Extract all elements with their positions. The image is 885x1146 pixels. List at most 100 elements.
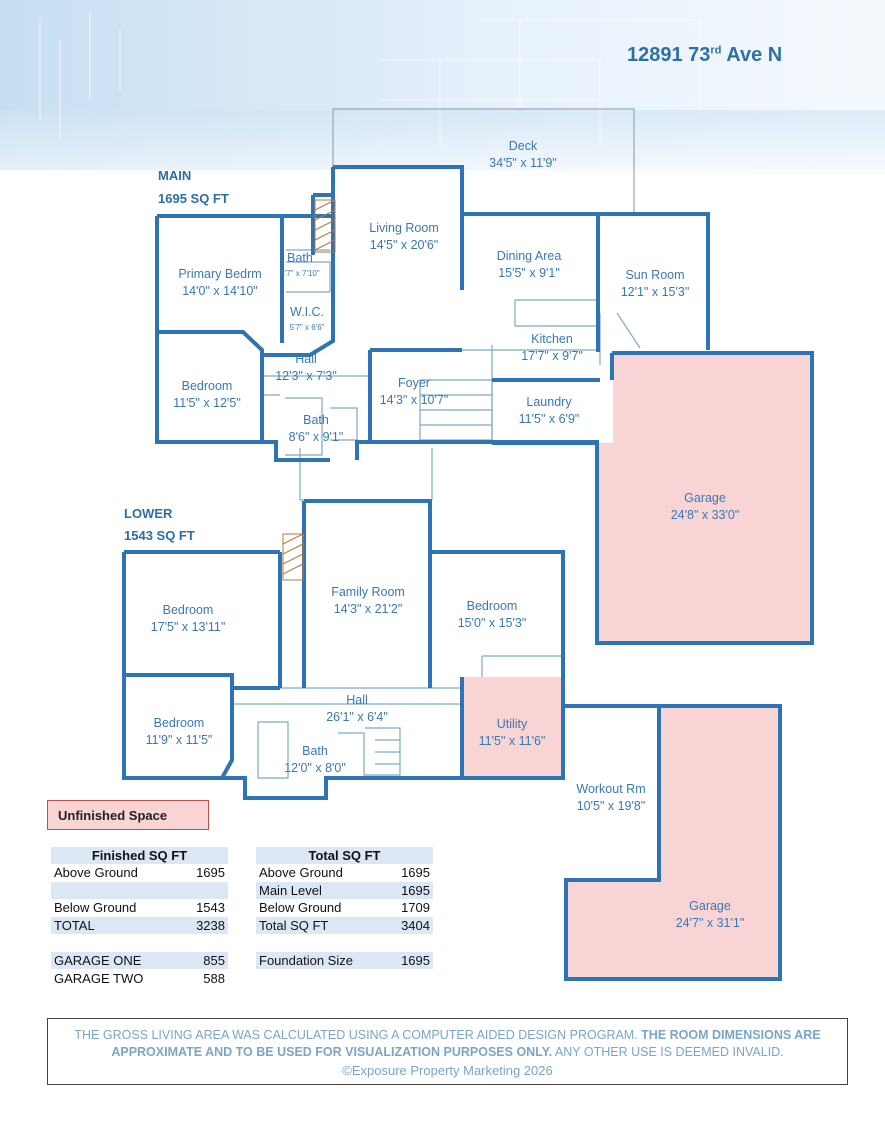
- table-row: [256, 970, 433, 987]
- copyright: ©Exposure Property Marketing 2026: [342, 1063, 553, 1078]
- row-label: [51, 934, 179, 951]
- room-label: Dining Area: [497, 249, 562, 263]
- disclaimer-part-2: THE ROOM DIMENSIONS ARE: [641, 1028, 821, 1042]
- room-dimensions: 14'0" x 14'10": [182, 284, 258, 298]
- table-row: [51, 934, 228, 951]
- room-dimensions: 11'5" x 11'6": [479, 734, 546, 748]
- row-label: [256, 970, 383, 987]
- room-dimensions: 17'7" x 9'7": [521, 349, 583, 363]
- room-label: Foyer: [398, 376, 430, 390]
- room-dimensions: 12'0" x 8'0": [284, 761, 346, 775]
- utility-fill: [462, 677, 563, 778]
- room-dimensions: 14'3" x 21'2": [334, 602, 403, 616]
- table-row: TOTAL 3238: [51, 916, 228, 934]
- room-dimensions: 17'5" x 13'11": [151, 620, 226, 634]
- garage-one-fill: [597, 353, 812, 643]
- level-area-lower: 1543 SQ FT: [124, 528, 195, 543]
- level-area-main: 1695 SQ FT: [158, 191, 229, 206]
- row-value: [383, 934, 433, 951]
- room-dimensions: 5'7" x 6'6": [290, 323, 325, 332]
- room-label: Hall: [346, 693, 368, 707]
- room-dimensions: 26'1" x 6'4": [326, 710, 388, 724]
- room-label: Family Room: [331, 585, 405, 599]
- room-dimensions: 24'8" x 33'0": [671, 508, 740, 522]
- table-row: GARAGE ONE 855: [51, 952, 228, 969]
- room-dimensions: 24'7" x 31'1": [676, 916, 745, 930]
- row-label: Foundation Size: [259, 953, 353, 968]
- fireplaces: [282, 199, 336, 581]
- room-dimensions: 12'3" x 7'3": [275, 369, 337, 383]
- table-row: [51, 881, 228, 899]
- room-label: Bath: [287, 251, 313, 265]
- room-label: Kitchen: [531, 332, 573, 346]
- room-dimensions: 34'5" x 11'9": [489, 156, 557, 170]
- table-row: Below Ground 1543: [51, 899, 228, 916]
- row-label: Above Ground: [259, 865, 343, 880]
- level-name-lower: LOWER: [124, 506, 173, 521]
- row-value: 855: [203, 953, 225, 968]
- room-dimensions: 5'7" x 7'10": [280, 269, 320, 278]
- row-value: 1695: [401, 865, 430, 880]
- unfinished-areas: [462, 353, 812, 979]
- room-dimensions: 11'5" x 12'5": [173, 396, 241, 410]
- room-label: Bath: [303, 413, 329, 427]
- row-value: [179, 934, 228, 951]
- disclaimer-part-4: ANY OTHER USE IS DEEMED INVALID.: [552, 1045, 784, 1059]
- table-row: Total SQ FT 3404: [256, 916, 433, 934]
- row-value: [383, 970, 433, 987]
- room-dimensions: 15'0" x 15'3": [458, 616, 527, 630]
- table-header: Finished SQ FT: [91, 848, 188, 863]
- room-label: Sun Room: [625, 268, 684, 282]
- row-value: 1695: [401, 882, 430, 898]
- property-address: 12891 73rd Ave N: [627, 44, 783, 66]
- row-label: Main Level: [259, 882, 322, 898]
- room-label: Hall: [295, 352, 317, 366]
- row-value: [179, 882, 228, 899]
- row-label: [256, 934, 383, 951]
- room-label: Primary Bedrm: [178, 267, 261, 281]
- room-label: Bedroom: [182, 379, 233, 393]
- row-label: Below Ground: [54, 900, 137, 916]
- room-label: Garage: [689, 899, 731, 913]
- room-label: Laundry: [526, 395, 572, 409]
- room-dimensions: 12'1" x 15'3": [621, 285, 690, 299]
- disclaimer-part-3: APPROXIMATE AND TO BE USED FOR VISUALIZA…: [111, 1045, 553, 1059]
- room-dimensions: 14'5" x 20'6": [370, 238, 439, 252]
- row-value: 3404: [401, 917, 430, 933]
- table-row: Foundation Size 1695: [256, 952, 433, 969]
- walls: [122, 165, 814, 981]
- table-row: [256, 934, 433, 951]
- garage-two-fill: [566, 706, 780, 979]
- unfinished-space-legend: Unfinished Space: [47, 800, 209, 830]
- table-row: Above Ground 1695: [256, 864, 433, 881]
- row-value: 1695: [401, 953, 430, 968]
- disclaimer-box: THE GROSS LIVING AREA WAS CALCULATED USI…: [47, 1018, 848, 1085]
- room-label: Deck: [509, 139, 538, 153]
- row-value: 1709: [401, 900, 430, 916]
- row-label: Total SQ FT: [259, 917, 329, 933]
- room-label: Bath: [302, 744, 328, 758]
- room-label: Workout Rm: [576, 782, 645, 796]
- row-label: [51, 882, 179, 899]
- room-dimensions: 8'6" x 9'1": [289, 430, 344, 444]
- row-label: GARAGE ONE: [54, 953, 142, 968]
- row-value: 588: [203, 970, 225, 986]
- table-header: Total SQ FT: [308, 848, 381, 863]
- table-row: Main Level 1695: [256, 881, 433, 899]
- room-dimensions: 11'9" x 11'5": [146, 733, 213, 747]
- row-value: 3238: [196, 917, 225, 933]
- room-dimensions: 14'3" x 10'7": [380, 393, 449, 407]
- row-label: TOTAL: [54, 917, 95, 933]
- disclaimer-part-1: THE GROSS LIVING AREA WAS CALCULATED USI…: [74, 1028, 642, 1042]
- room-label: Bedroom: [154, 716, 205, 730]
- room-label: W.I.C.: [290, 305, 324, 319]
- row-value: 1543: [196, 900, 225, 916]
- room-label: Garage: [684, 491, 726, 505]
- room-dimensions: 10'5" x 19'8": [577, 799, 646, 813]
- room-dimensions: 11'5" x 6'9": [519, 412, 580, 426]
